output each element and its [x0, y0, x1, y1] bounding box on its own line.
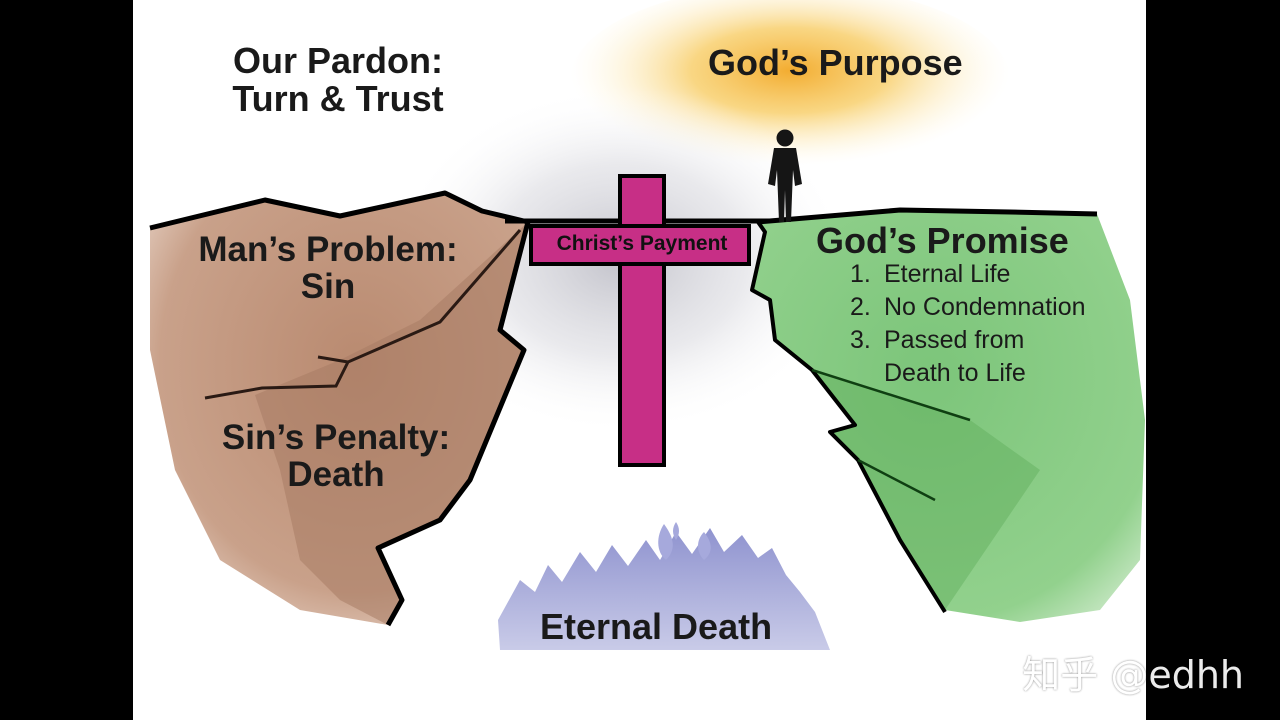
left-cliff-crack-2: [317, 355, 349, 364]
right-cliff-outline: [757, 207, 1098, 225]
problem-label: Man’s Problem: Sin: [182, 230, 474, 306]
problem-label-line2: Sin: [300, 266, 356, 306]
flame-2: [698, 532, 711, 560]
problem-label-line1: Man’s Problem:: [198, 230, 458, 269]
promise-list: 1. Eternal Life 2. No Condemnation 3. Passe…: [850, 258, 1086, 390]
watermark-text: 知乎 @edhh: [1022, 653, 1244, 697]
left-cliff-outline: [149, 190, 531, 627]
promise-item-text: Eternal Life: [884, 260, 1011, 288]
promise-item-text: No Condemnation: [884, 293, 1086, 321]
person-icon: [768, 129, 802, 222]
right-cliff: [752, 210, 1145, 622]
purpose-title: God’s Purpose: [708, 42, 963, 83]
flame-1: [658, 524, 673, 560]
left-cliff-crack: [204, 229, 522, 400]
promise-item-continuation: Death to Life: [884, 359, 1026, 387]
promise-item-number: 1.: [850, 260, 871, 288]
right-cliff-shadow: [812, 370, 1040, 610]
cross-label: Christ’s Payment: [556, 232, 728, 255]
fire-shape: [498, 528, 830, 650]
chasm-label: Eternal Death: [540, 606, 773, 647]
right-cliff-crack: [811, 368, 971, 422]
promise-item: 1. Eternal Life: [850, 258, 1086, 291]
flame-3: [673, 522, 679, 540]
promise-item-number: 3.: [850, 326, 871, 354]
promise-item-text: Passed from: [884, 326, 1025, 354]
left-cliff-shadow: [255, 222, 528, 625]
promise-item-number: 2.: [850, 293, 871, 321]
penalty-label-line1: Sin’s Penalty:: [221, 418, 451, 457]
pardon-title-line1: Our Pardon:: [232, 40, 443, 81]
penalty-label-line2: Death: [287, 454, 385, 494]
pardon-title: Our Pardon: Turn & Trust: [222, 42, 454, 118]
promise-heading: God’s Promise: [816, 220, 1069, 261]
penalty-label: Sin’s Penalty: Death: [204, 418, 468, 494]
cross-icon: [529, 174, 751, 467]
pardon-title-line2: Turn & Trust: [232, 77, 444, 119]
right-cliff-crack-2: [857, 458, 936, 502]
promise-item: 2. No Condemnation: [850, 291, 1086, 324]
